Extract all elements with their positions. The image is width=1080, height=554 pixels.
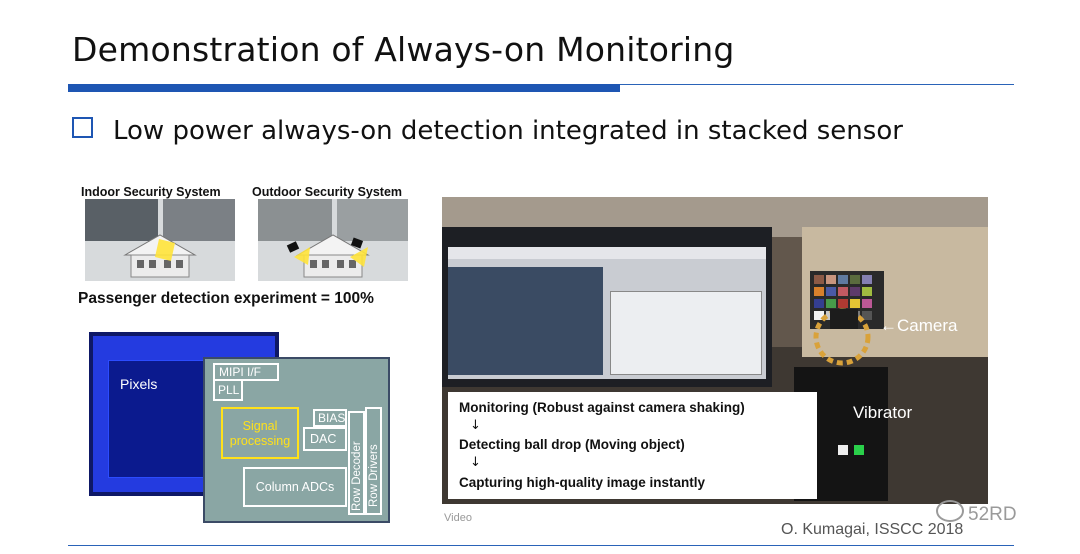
camera-label: ←Camera <box>880 316 958 335</box>
row-decoder-label: Row Decoder <box>351 441 363 511</box>
watermark-text: 52RD <box>968 504 1017 525</box>
outdoor-security-image <box>258 199 408 281</box>
bullet-item: Low power always-on detection integrated… <box>72 116 903 146</box>
column-adcs-block: Column ADCs <box>243 467 347 507</box>
down-arrow-icon: ↓ <box>470 418 481 433</box>
outdoor-security-title: Outdoor Security System <box>252 185 403 199</box>
watermark: 52RD <box>936 500 1017 526</box>
row-decoder-block: Row Decoder <box>348 411 365 515</box>
house-icon <box>123 234 197 278</box>
bias-block: BIAS <box>313 409 347 427</box>
indoor-security-title: Indoor Security System <box>81 185 221 199</box>
house-icon <box>286 234 370 278</box>
pll-block: PLL <box>213 379 243 401</box>
indoor-security-image <box>85 199 235 281</box>
demo-video[interactable]: ←Camera Vibrator <box>442 197 988 504</box>
pixels-label: Pixels <box>120 376 158 392</box>
row-drivers-block: Row Drivers <box>365 407 382 515</box>
camera-rig-icon <box>813 308 871 366</box>
step-overlay: Monitoring (Robust against camera shakin… <box>448 392 817 499</box>
signal-processing-block: Signal processing <box>221 407 299 459</box>
down-arrow-icon: ↓ <box>470 455 481 470</box>
bottom-rule <box>68 545 1014 546</box>
row-drivers-label: Row Drivers <box>368 444 380 507</box>
video-caption: Video <box>444 512 472 524</box>
title-accent-bar <box>68 84 620 92</box>
logic-die-image: MIPI I/F PLL Signal processing BIAS DAC … <box>203 357 390 523</box>
passenger-detection-result: Passenger detection experiment = 100% <box>78 290 374 307</box>
bullet-text: Low power always-on detection integrated… <box>113 116 903 146</box>
step-monitoring: Monitoring (Robust against camera shakin… <box>459 400 745 415</box>
citation: O. Kumagai, ISSCC 2018 <box>781 521 964 538</box>
mipi-block: MIPI I/F <box>213 363 279 381</box>
signal-processing-label-1: Signal <box>242 419 278 433</box>
dac-block: DAC <box>303 427 347 451</box>
step-detecting: Detecting ball drop (Moving object) <box>459 437 685 452</box>
monitor-screen <box>448 247 766 379</box>
signal-processing-label-2: processing <box>229 434 291 448</box>
monitor <box>442 227 772 387</box>
square-bullet-icon <box>72 117 93 138</box>
vibrator-label: Vibrator <box>853 403 913 422</box>
slide-title: Demonstration of Always-on Monitoring <box>72 30 735 69</box>
step-capturing: Capturing high-quality image instantly <box>459 475 706 490</box>
wechat-icon <box>936 500 964 522</box>
